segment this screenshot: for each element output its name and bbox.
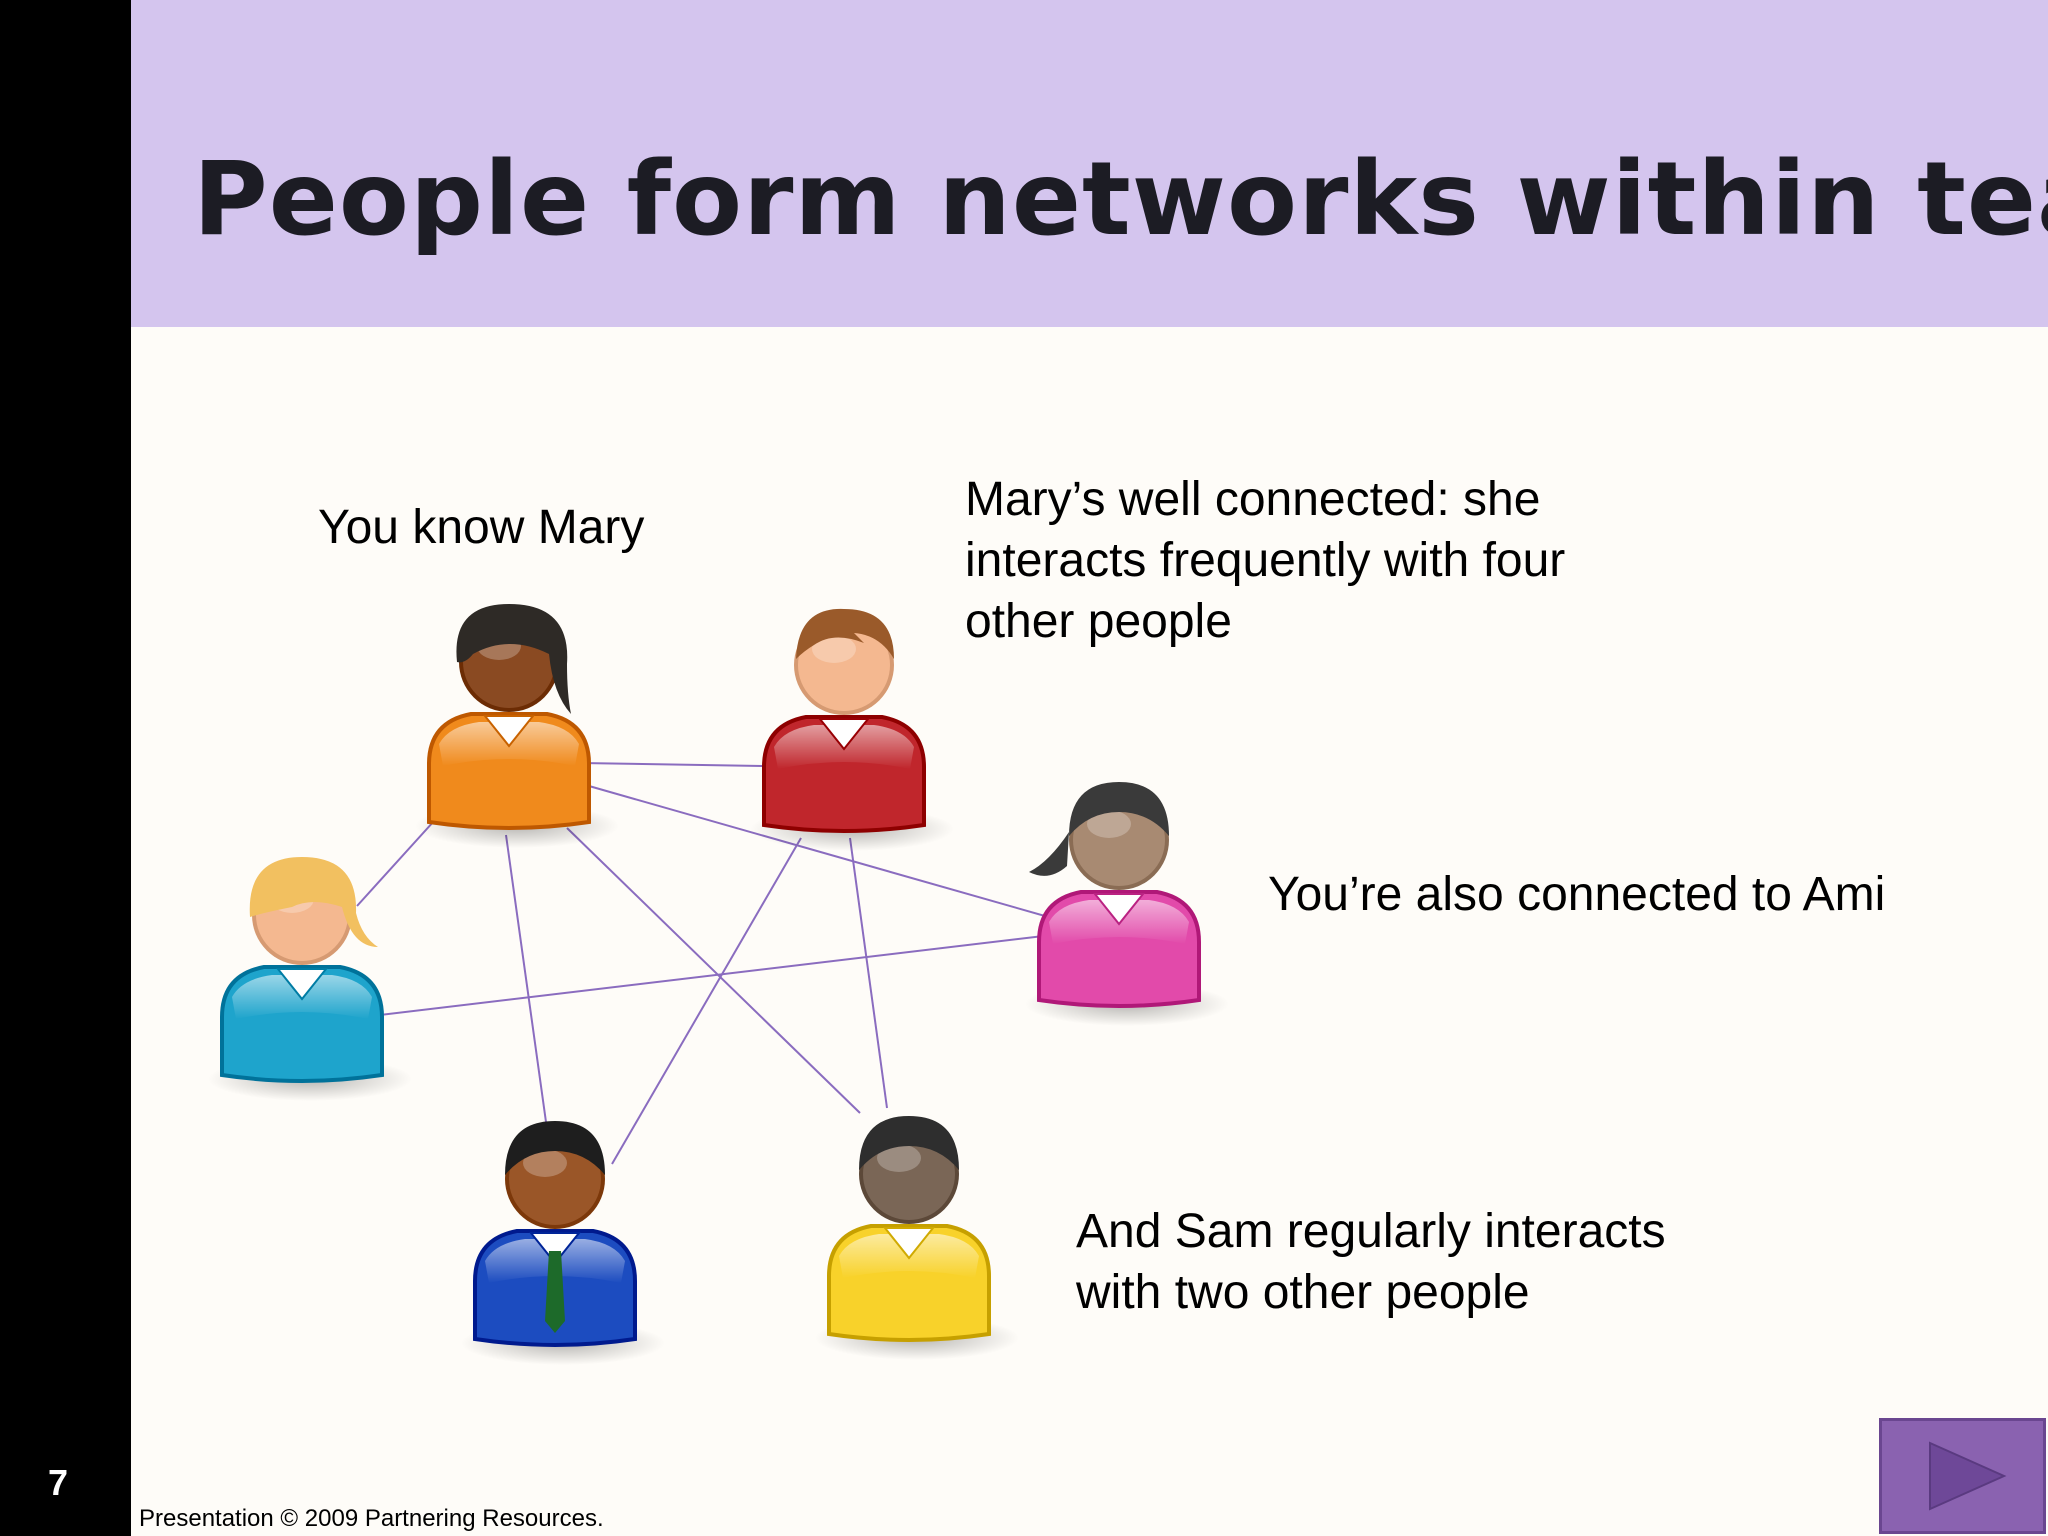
copyright-footer: Presentation © 2009 Partnering Resources…	[139, 1505, 604, 1532]
next-slide-button[interactable]	[1879, 1418, 2046, 1534]
head	[509, 1133, 601, 1225]
collar	[817, 718, 871, 751]
head	[863, 1128, 955, 1220]
slide-title: People form networks within teams	[193, 140, 2048, 259]
head-highlight	[523, 1149, 567, 1177]
left-sidebar	[0, 0, 131, 1536]
collar	[1092, 893, 1146, 926]
hair	[505, 1121, 605, 1175]
person-icon-red-person	[750, 608, 954, 851]
callout-line: You know Mary	[318, 501, 645, 554]
hair	[859, 1116, 959, 1170]
person-icon-yellow-person	[815, 1116, 1019, 1360]
edge-mary-to-ami	[588, 785, 1053, 919]
callout-you-know-mary: You know Mary	[318, 497, 644, 558]
person-icon-mary	[415, 604, 619, 848]
person-icons	[208, 604, 1229, 1365]
collar	[528, 1232, 582, 1265]
callout-line: interacts frequently with four	[965, 534, 1566, 587]
slide-canvas: People form networks within teams You kn…	[131, 0, 2048, 1536]
person-icon-you	[208, 857, 412, 1101]
edge-you-to-ami	[379, 934, 1053, 1016]
callout-mary-connected: Mary’s well connected: she interacts fre…	[965, 469, 1565, 652]
hair	[456, 604, 571, 714]
edge-mary-to-red-person	[579, 762, 763, 767]
network-diagram	[208, 604, 1229, 1365]
head	[798, 619, 890, 711]
collar	[882, 1227, 936, 1260]
collar	[275, 968, 329, 1001]
slide-number: 7	[48, 1462, 69, 1503]
hair	[249, 857, 378, 947]
callout-line: And Sam regularly interacts	[1076, 1205, 1666, 1258]
hair	[796, 608, 894, 659]
hair	[1069, 782, 1169, 836]
tie	[545, 1251, 565, 1333]
edge-mary-to-yellow-person	[566, 827, 861, 1114]
callout-line: other people	[965, 595, 1232, 648]
ponytail	[1029, 832, 1069, 876]
collar	[482, 715, 536, 748]
callout-line: with two other people	[1076, 1266, 1530, 1319]
edge-mary-to-sam	[505, 834, 547, 1123]
connection-lines	[356, 762, 1053, 1165]
edge-red-person-to-yellow-person	[849, 837, 888, 1109]
callout-line: Mary’s well connected: she	[965, 473, 1541, 526]
callout-line: You’re also connected to Ami	[1268, 868, 1886, 921]
head-highlight	[877, 1144, 921, 1172]
title-band: People form networks within teams	[131, 0, 2048, 327]
head-highlight	[812, 635, 856, 663]
person-icon-sam	[461, 1121, 665, 1365]
callout-sam: And Sam regularly interacts with two oth…	[1076, 1201, 1666, 1323]
edge-red-person-to-sam	[611, 837, 802, 1165]
play-triangle-icon	[1929, 1441, 2007, 1511]
callout-ami: You’re also connected to Ami	[1268, 864, 1885, 925]
head	[1073, 794, 1165, 886]
person-icon-ami	[1025, 782, 1229, 1026]
head-highlight	[1087, 810, 1131, 838]
